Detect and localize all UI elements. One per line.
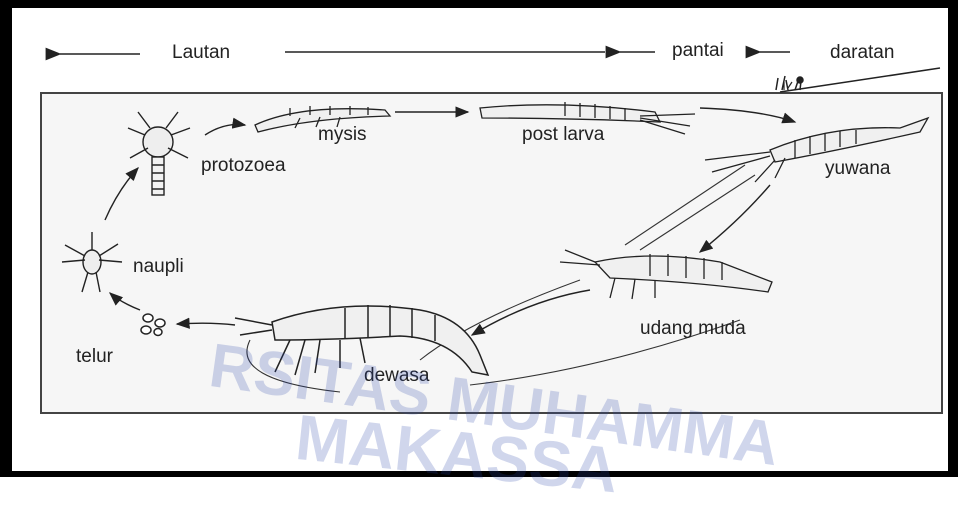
stage-label-mysis: mysis: [318, 124, 367, 146]
stage-label-adult: dewasa: [364, 365, 430, 387]
stage-label-egg: telur: [76, 346, 113, 368]
nauplius-icon: [62, 232, 122, 292]
lifecycle-diagram: [0, 0, 958, 477]
zone-label-sea: Lautan: [172, 42, 230, 64]
stage-label-nauplius: naupli: [133, 256, 184, 278]
young-shrimp-icon: [560, 250, 772, 299]
arrow-protozoea-to-mysis: [205, 124, 245, 135]
adult-shrimp-icon: [235, 305, 488, 375]
stage-label-juvenile: yuwana: [825, 158, 891, 180]
shore-slope: [780, 68, 940, 92]
zone-label-coast: pantai: [672, 40, 724, 62]
cycle-arrows: [105, 108, 795, 335]
arrow-juvenile-to-young: [700, 185, 770, 252]
arrow-adult-to-egg: [177, 323, 235, 325]
grass-icon: [776, 76, 803, 90]
juvenile-shrimp-icon: [705, 118, 928, 182]
arrow-postlarva-to-juvenile: [700, 108, 795, 122]
zone-label-land: daratan: [830, 42, 894, 64]
stage-label-young-shrimp: udang muda: [640, 318, 746, 340]
arrow-egg-to-nauplius: [110, 293, 140, 310]
stage-label-post-larva: post larva: [522, 124, 604, 146]
stage-label-protozoea: protozoea: [201, 155, 286, 177]
arrow-young-to-adult: [472, 290, 590, 335]
arrow-nauplius-to-protozoea: [105, 168, 138, 220]
egg-icon: [141, 314, 165, 336]
protozoea-icon: [128, 112, 190, 195]
